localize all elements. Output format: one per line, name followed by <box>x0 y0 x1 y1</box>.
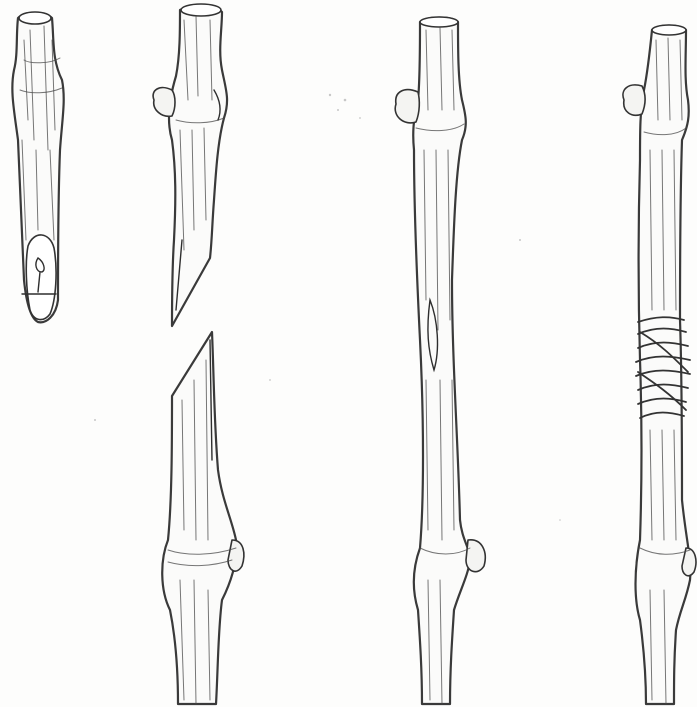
upper-top-cut <box>181 4 221 16</box>
scan-noise <box>94 94 561 521</box>
tied-top-cut <box>652 25 686 35</box>
joined-stem <box>395 17 485 704</box>
tied-stem-outline <box>636 26 691 705</box>
lower-bud <box>228 540 244 571</box>
lower-piece-outline <box>162 332 236 704</box>
cut-stock-lower <box>162 332 244 704</box>
upper-bud <box>153 88 175 117</box>
upper-piece-outline <box>169 6 227 326</box>
joined-top-cut <box>420 17 458 27</box>
scion-top-cut <box>19 12 51 24</box>
joined-lower-bud <box>466 540 485 572</box>
joined-upper-bud <box>395 90 419 123</box>
joined-stem-outline <box>413 18 470 705</box>
scion-piece <box>12 12 63 322</box>
scion-wedge-face <box>26 235 56 320</box>
cut-stock-upper <box>153 4 227 326</box>
tied-stem <box>623 25 696 704</box>
tied-upper-bud <box>623 85 645 115</box>
